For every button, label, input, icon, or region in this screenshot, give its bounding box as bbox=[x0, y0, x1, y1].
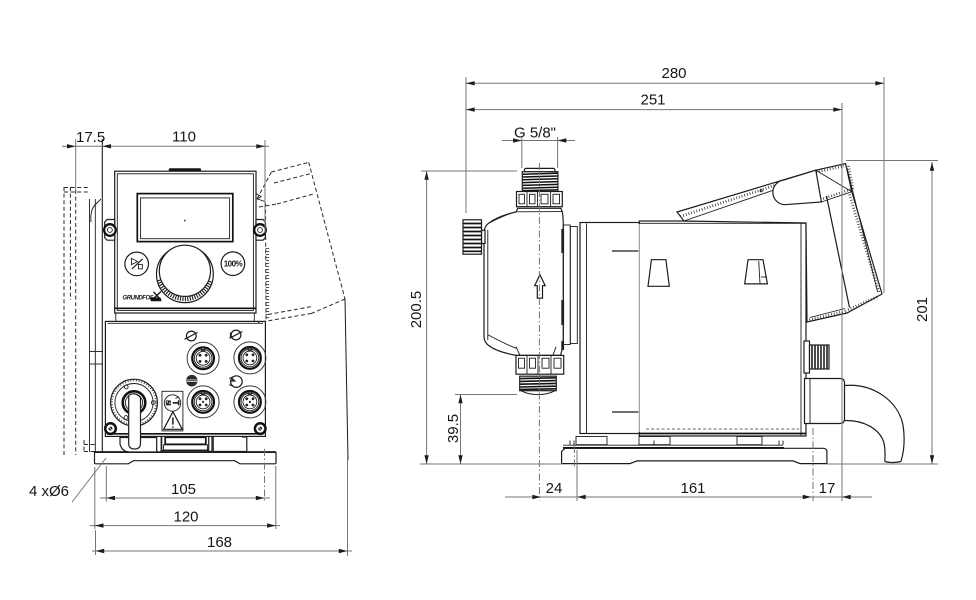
svg-text:17: 17 bbox=[819, 480, 836, 497]
svg-text:110: 110 bbox=[172, 129, 196, 146]
svg-text:200.5: 200.5 bbox=[408, 291, 425, 329]
svg-text:168: 168 bbox=[207, 534, 232, 551]
svg-text:17.5: 17.5 bbox=[76, 129, 105, 146]
svg-text:39.5: 39.5 bbox=[445, 414, 462, 443]
svg-text:161: 161 bbox=[680, 480, 705, 497]
svg-text:120: 120 bbox=[173, 509, 198, 526]
svg-text:24: 24 bbox=[546, 480, 563, 497]
svg-text:251: 251 bbox=[640, 92, 665, 109]
svg-text:4 xØ6: 4 xØ6 bbox=[29, 483, 69, 500]
svg-text:201: 201 bbox=[914, 297, 931, 322]
svg-text:GRUNDFOS: GRUNDFOS bbox=[123, 295, 154, 301]
svg-text:105: 105 bbox=[171, 481, 196, 498]
svg-text:280: 280 bbox=[661, 65, 686, 82]
svg-text:G 5/8": G 5/8" bbox=[514, 125, 556, 142]
svg-text:100%: 100% bbox=[224, 260, 243, 269]
